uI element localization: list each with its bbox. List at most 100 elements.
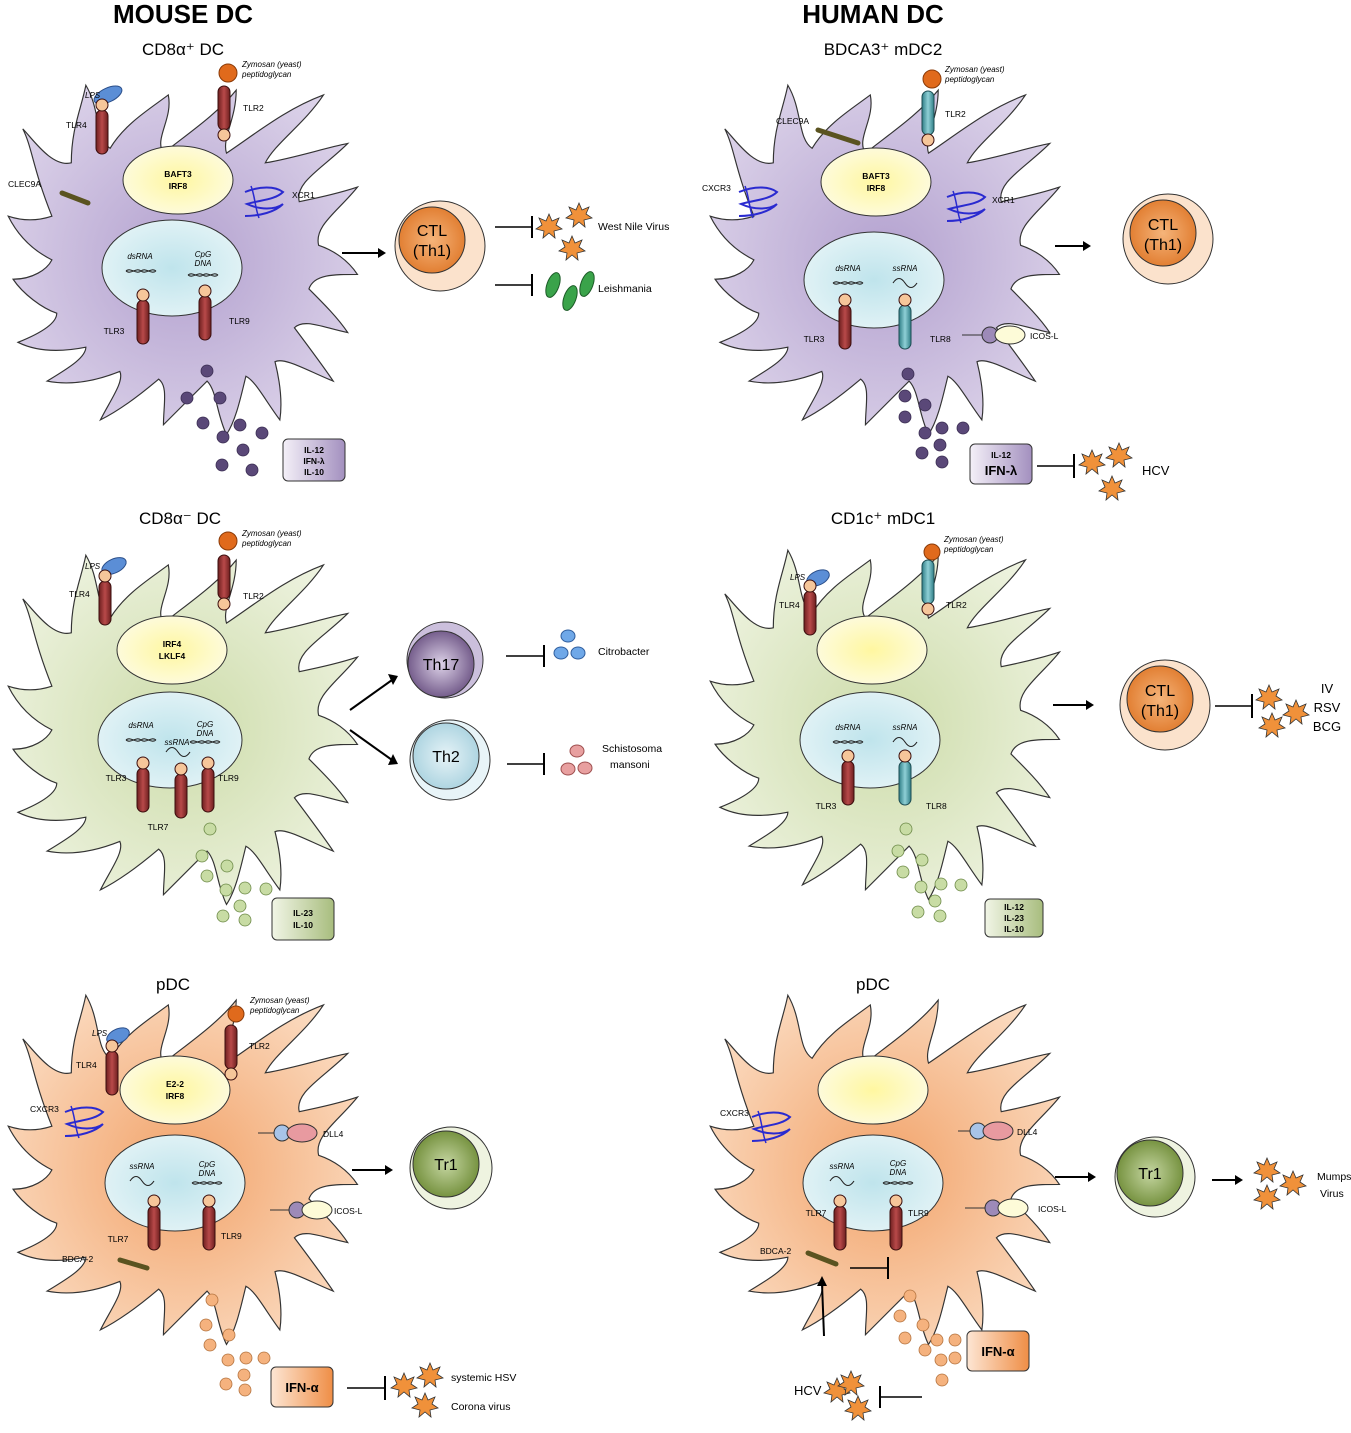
pathogen-icon (1258, 712, 1286, 738)
tlr8-receptor-icon (898, 749, 912, 806)
cd8pos-nucleus (122, 145, 234, 215)
bdca3-clec9a-label: CLEC9A (776, 116, 809, 126)
bdca3-endosome (803, 231, 945, 329)
zymosan-icon (218, 63, 238, 83)
cd8pos-lps-label: LPS (85, 91, 101, 100)
cd1c-cytokine-dots (891, 822, 968, 923)
clec9a-icon (59, 190, 91, 206)
cd1c-cytokine-3: IL-10 (1004, 924, 1024, 934)
cd1c-target-iv: IV (1321, 681, 1334, 696)
tlr3-receptor-icon (136, 756, 150, 813)
human-pdc-dll4-label: DLL4 (1017, 1127, 1038, 1137)
tlr2-receptor-icon (217, 554, 231, 611)
cd8pos-cytokine-dots (180, 364, 269, 477)
pathogen-icon (1098, 475, 1126, 501)
zymosan-icon (227, 1005, 245, 1023)
mouse-pdc-peptidoglycan-label: peptidoglycan (249, 1006, 300, 1015)
human-bdca3-title: BDCA3⁺ mDC2 (824, 40, 943, 59)
cd8pos-tlr2-label: TLR2 (243, 103, 264, 113)
mouse-pdc-tlr7-label: TLR7 (108, 1234, 129, 1244)
human-pdc-ssrna-label: ssRNA (830, 1162, 855, 1171)
cd8pos-cytokine-3: IL-10 (304, 467, 324, 477)
mouse-pdc-cpg-label: CpG (199, 1160, 215, 1169)
cd8neg-cytokine-2: IL-10 (293, 920, 313, 930)
tlr2-receptor-icon (224, 1024, 238, 1081)
cd8pos-cpg-label: CpG (195, 250, 211, 259)
tlr7-receptor-icon (833, 1194, 847, 1251)
cd8neg-tlr2-label: TLR2 (243, 591, 264, 601)
pathogen-icon (558, 235, 586, 261)
human-pdc-dna-label: DNA (890, 1168, 907, 1177)
cd1c-cytokine-box (984, 898, 1044, 938)
cd1c-cytokine-1: IL-12 (1004, 902, 1024, 912)
mouse-pdc-dna-label: DNA (199, 1169, 216, 1178)
tlr2-receptor-icon (921, 559, 935, 616)
pathogen-icon (1282, 699, 1310, 725)
mouse-pdc-tlr2-label: TLR2 (249, 1041, 270, 1051)
mouse-pdc-panel: pDC E2-2 IRF8 ssRNA CpG DNA TLR7 TLR9 LP… (7, 975, 516, 1418)
bdca3-icosl-label: ICOS-L (1030, 331, 1059, 341)
human-pdc-tlr7-label: TLR7 (806, 1208, 827, 1218)
mouse-pdc-tlr4-label: TLR4 (76, 1060, 97, 1070)
bdca3-nucleus (820, 147, 932, 217)
pathogen-icon (1253, 1184, 1281, 1210)
mouse-pdc-cytokine: IFN-α (285, 1380, 318, 1395)
human-pdc-cytokine: IFN-α (981, 1344, 1014, 1359)
tlr9-receptor-icon (198, 284, 212, 341)
bdca3-nucleus-tf1: BAFT3 (862, 171, 890, 181)
cd8neg-nucleus-tf2: LKLF4 (159, 651, 186, 661)
cd8pos-cytokine-box (282, 438, 346, 482)
bdca3-ssrna-label: ssRNA (893, 264, 918, 273)
mouse-pdc-tr1-label: Tr1 (434, 1157, 458, 1174)
cd8neg-peptidoglycan-label: peptidoglycan (241, 539, 292, 548)
tlr4-receptor-icon (95, 98, 109, 155)
cd8pos-nucleus-tf1: BAFT3 (164, 169, 192, 179)
human-pdc-cpg-label: CpG (890, 1159, 906, 1168)
cd8neg-lps-label: LPS (85, 562, 101, 571)
cd8neg-target-schistosoma: Schistosoma (602, 743, 662, 755)
leishmania-icon (545, 271, 595, 311)
cd8neg-target-citrobacter: Citrobacter (598, 646, 650, 658)
tlr7-receptor-icon (174, 762, 188, 819)
tlr3-receptor-icon (841, 749, 855, 806)
clec9a-icon (815, 127, 861, 146)
cd8neg-cytokine-dots (195, 822, 273, 927)
bdca3-tlr2-label: TLR2 (945, 109, 966, 119)
mouse-pdc-nucleus-tf1: E2-2 (166, 1079, 184, 1089)
cd8neg-nucleus (116, 615, 228, 685)
cd1c-th1-label: (Th1) (1141, 703, 1179, 720)
tlr7-receptor-icon (147, 1194, 161, 1251)
cd8pos-nucleus-tf2: IRF8 (169, 181, 188, 191)
cd8pos-xcr1-label: XCR1 (292, 190, 315, 200)
bdca3-dsrna-label: dsRNA (835, 264, 860, 273)
cd8neg-ssrna-label: ssRNA (165, 738, 190, 747)
mouse-pdc-cytokine-box (270, 1366, 334, 1408)
mouse-cd8neg-panel: CD8α⁻ DC IRF4 LKLF4 dsRNA ssRNA CpG DNA … (7, 509, 662, 941)
cd1c-ssrna-label: ssRNA (893, 723, 918, 732)
human-header: HUMAN DC (802, 0, 944, 29)
cd8neg-tlr4-label: TLR4 (69, 589, 90, 599)
mouse-pdc-target-hsv: systemic HSV (451, 1372, 516, 1384)
human-pdc-cxcr3-label: CXCR3 (720, 1108, 749, 1118)
cd1c-target-bcg: BCG (1313, 719, 1341, 734)
human-pdc-bdca2-label: BDCA-2 (760, 1246, 791, 1256)
bdca3-cxcr3-label: CXCR3 (702, 183, 731, 193)
cd8neg-cytokine-box (271, 897, 335, 941)
cd1c-tlr2-label: TLR2 (946, 600, 967, 610)
hcv-virus-icon (1078, 449, 1106, 475)
bdca2-icon (805, 1250, 839, 1267)
zymosan-icon (922, 69, 942, 89)
pathogen-icon (565, 202, 593, 228)
human-bdca3-panel: BDCA3⁺ mDC2 BAFT3 IRF8 dsRNA ssRNA TLR3 … (702, 40, 1214, 501)
mouse-pdc-title: pDC (156, 975, 190, 994)
pathogen-icon (416, 1362, 444, 1388)
cd8neg-dsrna-label: dsRNA (128, 721, 153, 730)
bdca3-nucleus-tf2: IRF8 (867, 183, 886, 193)
mouse-cd8neg-title: CD8α⁻ DC (139, 509, 221, 528)
bdca2-icon (117, 1257, 150, 1271)
mouse-cd8pos-title: CD8α⁺ DC (142, 40, 224, 59)
cd1c-lps-label: LPS (790, 573, 806, 582)
mouse-pdc-cytokine-dots (199, 1293, 271, 1397)
mouse-pdc-dll4-label: DLL4 (323, 1129, 344, 1139)
bdca3-cytokine-box (969, 443, 1033, 485)
